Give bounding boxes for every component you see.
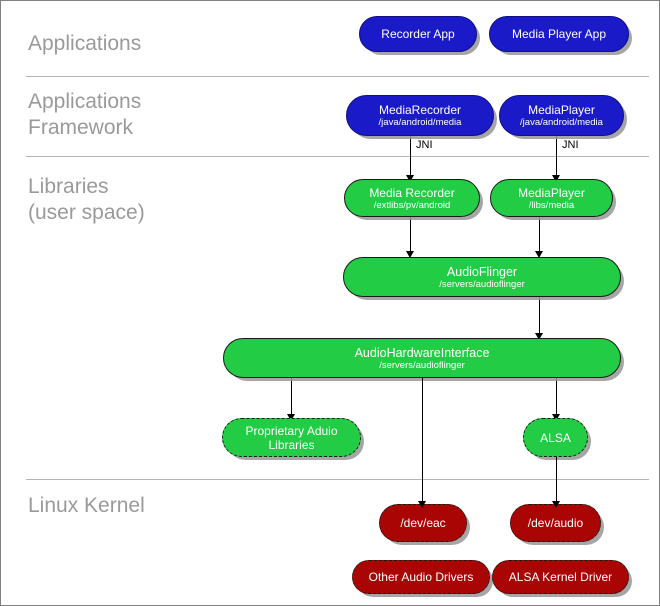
node-mediaplayer-lib-path: /libs/media xyxy=(528,199,575,211)
arrowhead-mediaplayer-to-audioflinger xyxy=(535,251,543,258)
node-audiohardwareinterface[interactable]: AudioHardwareInterface /servers/audiofli… xyxy=(223,338,621,378)
connector-mediaplayer-jni xyxy=(556,136,557,179)
node-alsa[interactable]: ALSA xyxy=(523,418,588,457)
arrowhead-media-recorder-to-audioflinger xyxy=(406,251,414,258)
node-other-audio-drivers[interactable]: Other Audio Drivers xyxy=(352,560,490,594)
node-mediaplayer-lib[interactable]: MediaPlayer /libs/media xyxy=(490,179,613,217)
node-alsa-title: ALSA xyxy=(540,430,571,445)
node-mediaplayer-framework-path: /java/android/media xyxy=(520,117,603,128)
node-audiohardwareinterface-path: /servers/audioflinger xyxy=(379,359,465,371)
connector-label-jni-player: JNI xyxy=(562,139,579,151)
connector-media-recorder-to-audioflinger xyxy=(410,217,411,255)
node-dev-audio-title: /dev/audio xyxy=(527,516,584,530)
divider-framework xyxy=(26,156,649,157)
node-proprietary-audio-libs-subtitle: Libraries xyxy=(268,437,315,452)
layer-label-linux-kernel: Linux Kernel xyxy=(28,494,145,517)
connector-label-jni-recorder: JNI xyxy=(416,139,433,151)
connector-mediaplayer-to-audioflinger xyxy=(539,217,540,255)
node-media-recorder-lib-title: Media Recorder xyxy=(369,185,455,200)
node-proprietary-audio-libs-title: Proprietary Aduio xyxy=(245,423,338,438)
node-alsa-kernel-driver[interactable]: ALSA Kernel Driver xyxy=(492,560,629,594)
node-media-player-app[interactable]: Media Player App xyxy=(489,16,629,52)
connector-ahi-to-alsa xyxy=(556,378,557,418)
node-media-recorder-lib-path: /extlibs/pv/android xyxy=(373,199,451,211)
divider-linux-kernel xyxy=(26,479,649,480)
node-mediarecorder-framework-path: /java/android/media xyxy=(378,117,462,128)
node-audioflinger[interactable]: AudioFlinger /servers/audioflinger xyxy=(343,257,621,297)
arrowhead-alsa-to-dev-audio xyxy=(552,501,560,508)
node-dev-eac[interactable]: /dev/eac xyxy=(379,504,467,542)
arrowhead-audioflinger-to-audiohardwareinterface xyxy=(535,333,543,340)
connector-audioflinger-to-audiohardwareinterface xyxy=(539,297,540,337)
connector-mediarecorder-jni xyxy=(410,136,411,179)
node-proprietary-audio-libs[interactable]: Proprietary Aduio Libraries xyxy=(222,418,361,457)
connector-alsa-to-dev-audio xyxy=(556,457,557,505)
node-audioflinger-path: /servers/audioflinger xyxy=(439,278,525,290)
node-audiohardwareinterface-title: AudioHardwareInterface xyxy=(354,345,490,360)
node-media-player-app-title: Media Player App xyxy=(511,27,607,41)
node-media-recorder-lib[interactable]: Media Recorder /extlibs/pv/android xyxy=(344,179,480,217)
node-audioflinger-title: AudioFlinger xyxy=(446,264,518,279)
node-dev-eac-title: /dev/eac xyxy=(400,516,446,530)
layer-label-applications: Applications xyxy=(28,32,142,55)
node-mediaplayer-lib-title: MediaPlayer xyxy=(518,185,585,200)
node-mediaplayer-framework[interactable]: MediaPlayer /java/android/media xyxy=(499,95,624,136)
node-alsa-kernel-driver-title: ALSA Kernel Driver xyxy=(508,570,613,584)
connector-ahi-to-proprietary-libs xyxy=(291,378,292,418)
node-mediarecorder-framework-title: MediaRecorder xyxy=(378,103,462,117)
connector-ahi-to-dev-eac xyxy=(422,378,423,505)
node-dev-audio[interactable]: /dev/audio xyxy=(510,504,601,542)
node-recorder-app[interactable]: Recorder App xyxy=(359,16,477,52)
layer-label-applications-framework: Applications Framework xyxy=(28,90,142,139)
node-recorder-app-title: Recorder App xyxy=(381,27,455,41)
divider-applications xyxy=(26,76,649,77)
node-mediaplayer-framework-title: MediaPlayer xyxy=(528,103,595,117)
node-other-audio-drivers-title: Other Audio Drivers xyxy=(368,570,474,584)
layer-label-libraries: Libraries (user space) xyxy=(28,175,145,224)
node-mediarecorder-framework[interactable]: MediaRecorder /java/android/media xyxy=(346,95,494,136)
arrowhead-ahi-to-dev-eac xyxy=(418,501,426,508)
